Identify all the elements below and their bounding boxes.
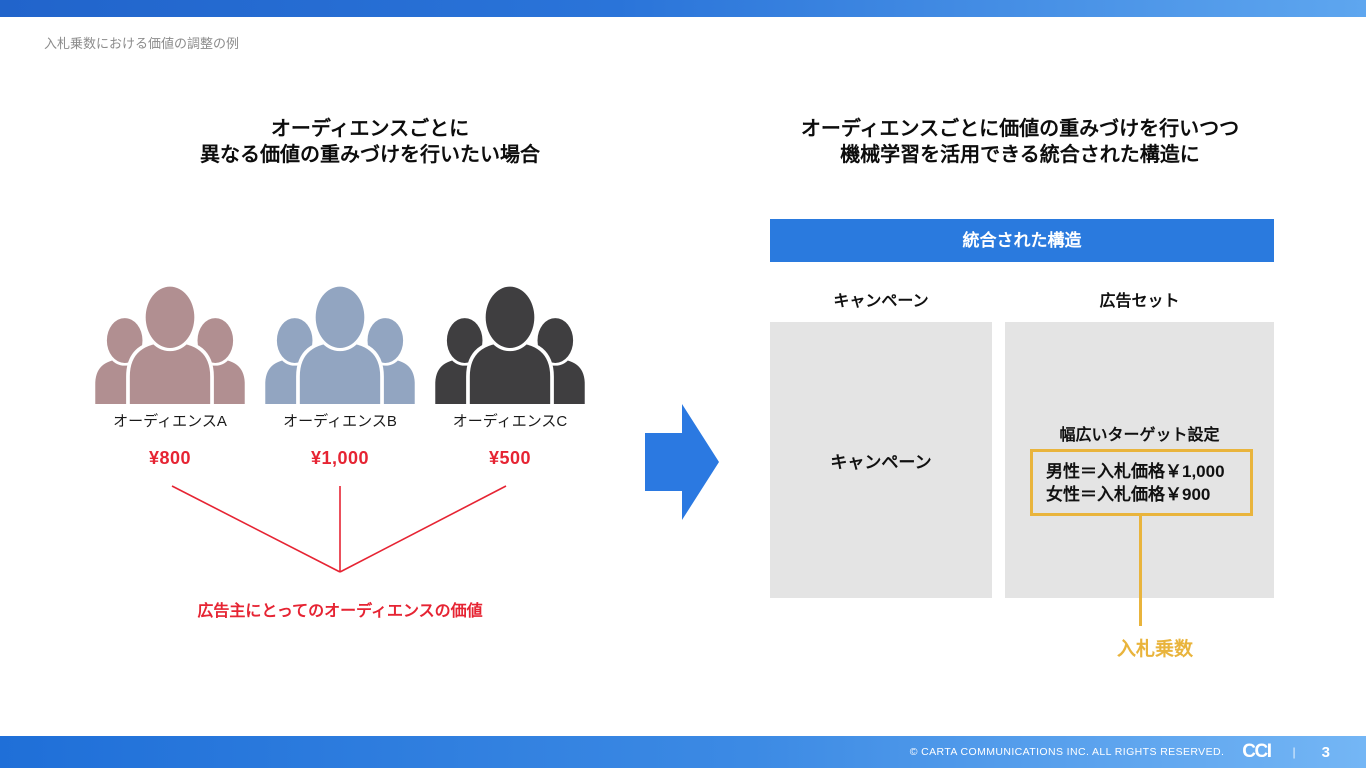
audience-value: ¥1,000 bbox=[310, 448, 370, 468]
audience-value: ¥800 bbox=[148, 448, 192, 468]
people-group-icon bbox=[255, 286, 425, 404]
audience-group-b: オーディエンスB ¥1,000 bbox=[255, 286, 425, 469]
page-number: 3 bbox=[1321, 743, 1330, 761]
audience-label: オーディエンスA bbox=[113, 413, 227, 430]
audience-group-a: オーディエンスA ¥800 bbox=[85, 286, 255, 469]
right-heading-line1: オーディエンスごとに価値の重みづけを行いつつ bbox=[800, 118, 1240, 140]
callout-connector-line bbox=[1139, 516, 1142, 626]
right-heading-line2: 機械学習を活用できる統合された構造に bbox=[840, 144, 1200, 166]
left-heading: オーディエンスごとに 異なる価値の重みづけを行いたい場合 bbox=[90, 116, 650, 168]
bid-line-male: 男性＝入札価格￥1,000 bbox=[1046, 462, 1225, 481]
unified-structure-header: 統合された構造 bbox=[770, 219, 1274, 262]
footer-separator: | bbox=[1292, 745, 1296, 759]
audience-label: オーディエンスB bbox=[283, 413, 397, 430]
left-heading-line2: 異なる価値の重みづけを行いたい場合 bbox=[200, 144, 540, 166]
campaign-box-label: キャンペーン bbox=[830, 452, 932, 472]
audience-value: ¥500 bbox=[488, 448, 532, 468]
campaign-box: キャンペーン bbox=[770, 322, 992, 598]
bid-line-female: 女性＝入札価格￥900 bbox=[1046, 485, 1211, 504]
people-group-icon bbox=[425, 286, 595, 404]
slide-title: 入札乗数における価値の調整の例 bbox=[44, 36, 240, 51]
column-label-adset: 広告セット bbox=[1099, 293, 1180, 310]
audience-row: オーディエンスA ¥800 オーディエンスB ¥1,000 オーディエンスC ¥… bbox=[85, 286, 597, 469]
broad-target-title: 幅広いターゲット設定 bbox=[1059, 427, 1220, 444]
converging-lines bbox=[171, 485, 507, 573]
top-accent-bar bbox=[0, 0, 1366, 17]
copyright-text: © CARTA COMMUNICATIONS INC. ALL RIGHTS R… bbox=[909, 746, 1225, 758]
column-label-campaign: キャンペーン bbox=[833, 293, 929, 310]
bid-multiplier-callout: 入札乗数 bbox=[1116, 639, 1193, 660]
audience-label: オーディエンスC bbox=[452, 413, 568, 430]
right-heading: オーディエンスごとに価値の重みづけを行いつつ 機械学習を活用できる統合された構造… bbox=[760, 116, 1280, 168]
people-group-icon bbox=[85, 286, 255, 404]
bid-price-box: 男性＝入札価格￥1,000 女性＝入札価格￥900 bbox=[1030, 449, 1253, 516]
advertiser-value-caption: 広告主にとってのオーディエンスの価値 bbox=[197, 603, 483, 620]
flow-arrow-icon bbox=[645, 404, 719, 520]
footer-bar: © CARTA COMMUNICATIONS INC. ALL RIGHTS R… bbox=[0, 736, 1366, 768]
audience-group-c: オーディエンスC ¥500 bbox=[425, 286, 595, 469]
left-heading-line1: オーディエンスごとに bbox=[270, 118, 470, 140]
cci-logo: CCI bbox=[1242, 741, 1272, 762]
